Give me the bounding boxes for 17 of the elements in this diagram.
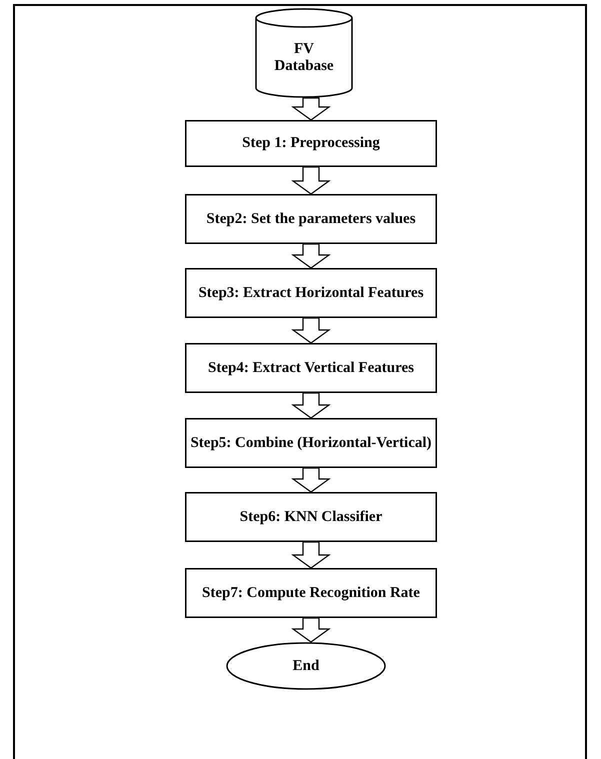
block-arrow [291,392,331,419]
step-label: Step6: KNN Classifier [240,508,382,526]
block-arrow [291,243,331,269]
block-arrow [291,166,331,195]
end-label: End [292,658,320,674]
step-label: Step2: Set the parameters values [206,210,416,228]
step-label: Step4: Extract Vertical Features [208,360,414,376]
database-label: FV Database [273,41,335,75]
step-label: Step 1: Preprocessing [242,135,380,152]
block-arrow [291,97,331,121]
block-arrow [291,317,331,344]
block-arrow [291,617,331,643]
block-arrow [291,467,331,493]
step-label: Step7: Compute Recognition Rate [202,584,420,602]
block-arrow [291,541,331,569]
step-label: Step3: Extract Horizontal Features [198,284,424,302]
step-label: Step5: Combine (Horizontal-Vertical) [190,434,432,452]
